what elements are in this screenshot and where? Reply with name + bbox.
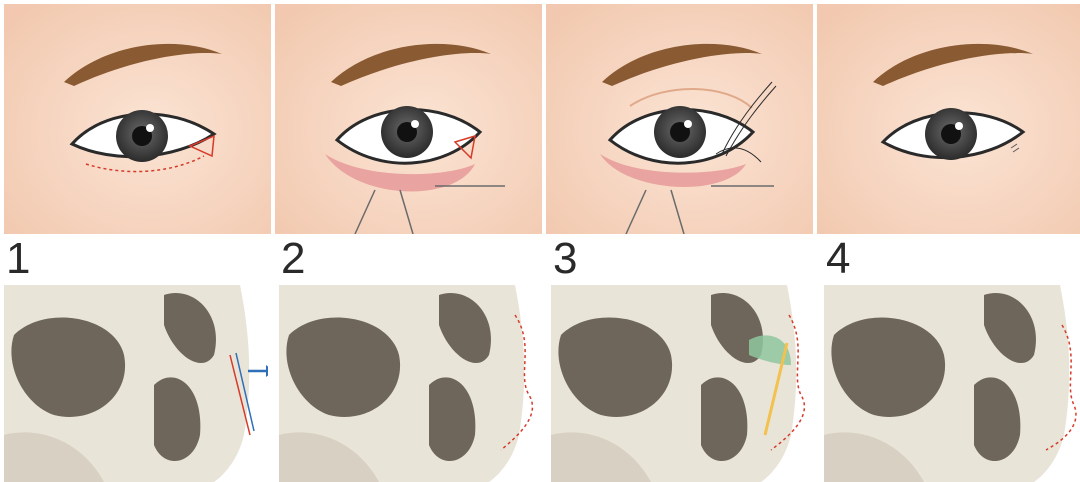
skull-panel-step-2 [279, 285, 543, 482]
eye-panel-step-1 [4, 4, 271, 234]
skull-panel-step-3 [551, 285, 815, 482]
skull-illustration-4 [824, 285, 1080, 482]
skull-panel-step-4 [824, 285, 1080, 482]
skull-illustration-2 [279, 285, 543, 482]
skull-illustration-3 [551, 285, 815, 482]
skull-illustration-1 [4, 285, 268, 482]
eye-panel-step-3 [546, 4, 813, 234]
eye-illustration-4 [817, 4, 1080, 234]
eye-panel-step-2 [275, 4, 542, 234]
eye-illustration-2 [275, 4, 542, 234]
eye-illustration-3 [546, 4, 813, 234]
step-number-1: 1 [6, 237, 30, 281]
step-number-4: 4 [826, 237, 850, 281]
step-number-2: 2 [281, 237, 305, 281]
eye-panel-step-4 [817, 4, 1080, 234]
skull-panel-step-1 [4, 285, 268, 482]
step-number-3: 3 [553, 237, 577, 281]
eye-illustration-1 [4, 4, 271, 234]
